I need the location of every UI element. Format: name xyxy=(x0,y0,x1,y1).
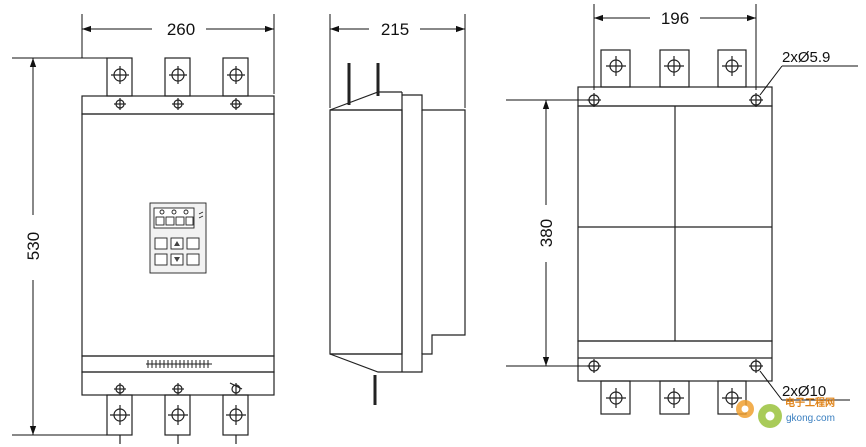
vent-slots xyxy=(146,360,212,368)
mounting-width-label: 196 xyxy=(661,9,689,28)
side-view xyxy=(329,63,466,405)
mounting-height-dimension xyxy=(506,99,594,367)
keypad-panel xyxy=(149,202,207,274)
upper-hole-leader xyxy=(759,65,858,96)
side-depth-label: 215 xyxy=(381,20,409,39)
gkong-watermark-logo xyxy=(736,400,782,428)
watermark-line2: gkong.com xyxy=(786,413,835,424)
front-width-label: 260 xyxy=(167,20,195,39)
side-depth-dimension xyxy=(329,14,466,108)
mounting-width-dimension xyxy=(593,4,757,90)
watermark-line1: 电子工程网 xyxy=(785,396,835,409)
front-height-dimension xyxy=(12,57,107,436)
mounting-view xyxy=(577,49,773,415)
lower-hole-label: 2xØ10 xyxy=(782,383,826,400)
lower-hole-leader xyxy=(759,370,850,401)
front-height-label: 530 xyxy=(24,232,43,260)
upper-hole-label: 2xØ5.9 xyxy=(782,49,830,66)
top-terminals xyxy=(106,57,249,97)
front-width-dimension xyxy=(81,14,275,94)
mounting-height-label: 380 xyxy=(537,219,556,247)
front-view xyxy=(81,57,275,444)
bottom-terminals xyxy=(106,394,249,444)
